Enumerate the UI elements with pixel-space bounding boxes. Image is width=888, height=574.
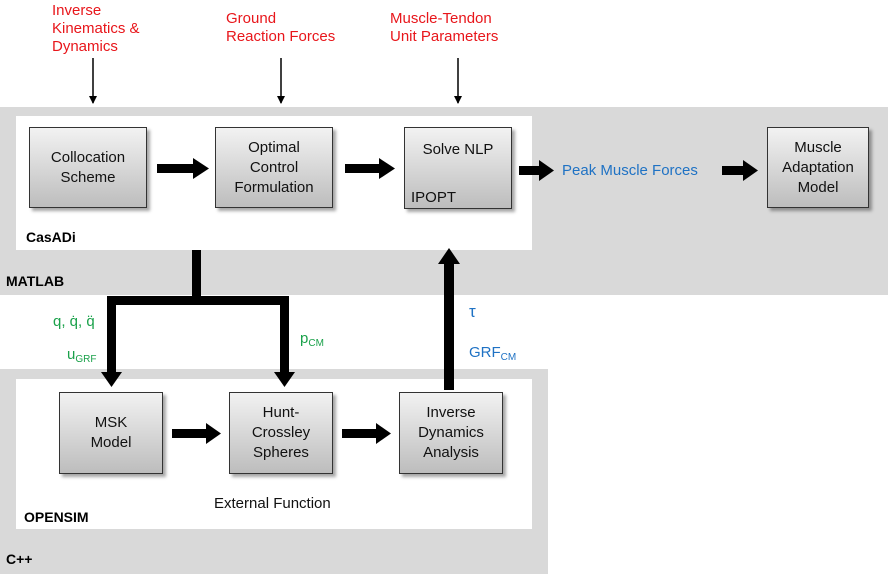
grf-cm-label: GRFCM <box>469 344 517 363</box>
cpp-label: C++ <box>6 551 33 567</box>
input-kinematics-label: Inverse Kinematics & Dynamics <box>52 2 140 55</box>
external-function-label: External Function <box>214 495 331 512</box>
hunt-crossley-box: Hunt- Crossley Spheres <box>229 392 333 474</box>
matlab-label: MATLAB <box>6 273 65 289</box>
input-mtu-label: Muscle-Tendon Unit Parameters <box>390 10 499 45</box>
thick-arrows-opensim <box>172 423 391 444</box>
muscle-adaptation-box: Muscle Adaptation Model <box>767 127 869 208</box>
feedback-arrow <box>438 248 460 390</box>
collocation-scheme-box: Collocation Scheme <box>29 127 147 208</box>
input-grf-label: Ground Reaction Forces <box>226 10 336 45</box>
solve-nlp-label: Solve NLP <box>422 141 494 158</box>
solve-nlp-box: Solve NLP IPOPT <box>404 127 512 209</box>
thick-arrows-matlab <box>157 158 758 181</box>
casadi-label: CasADi <box>26 229 76 245</box>
state-variables-label: q, q̇, q̈ <box>53 313 95 330</box>
optimal-control-box: Optimal Control Formulation <box>215 127 333 208</box>
branch-arrows <box>101 250 295 387</box>
ipopt-label: IPOPT <box>411 189 457 206</box>
u-grf-label: uGRF <box>67 346 97 365</box>
opensim-label: OPENSIM <box>24 509 89 525</box>
msk-model-box: MSK Model <box>59 392 163 474</box>
inverse-dynamics-box: Inverse Dynamics Analysis <box>399 392 503 474</box>
p-cm-label: pCM <box>300 330 324 349</box>
peak-muscle-forces-label: Peak Muscle Forces <box>562 162 698 179</box>
tau-label: τ <box>469 302 476 321</box>
